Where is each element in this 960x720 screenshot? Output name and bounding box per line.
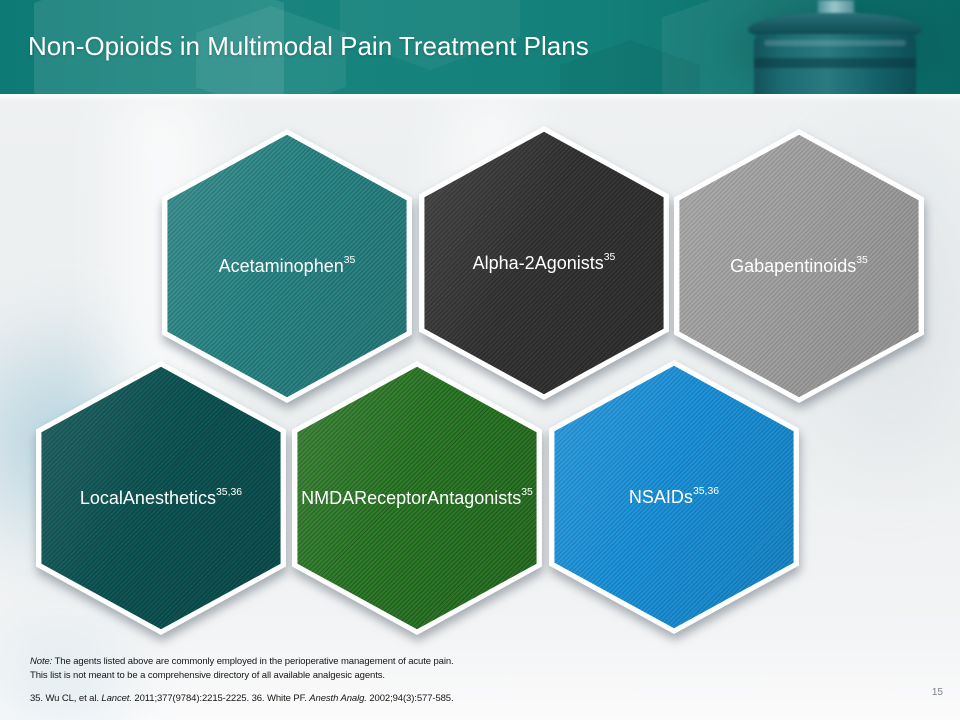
references-text: 35. Wu CL, et al. Lancet. 2011;377(9784)… bbox=[30, 693, 454, 704]
page-title: Non-Opioids in Multimodal Pain Treatment… bbox=[28, 31, 589, 61]
reference-36-journal: Anesth Analg. bbox=[309, 693, 367, 704]
reference-36: 36. White PF. bbox=[251, 693, 310, 704]
page-number: 15 bbox=[931, 687, 943, 698]
header-separator bbox=[0, 94, 960, 102]
note-label: Note: bbox=[30, 656, 53, 667]
iv-device-body bbox=[754, 34, 916, 94]
hexagon-fill bbox=[554, 365, 794, 629]
reference-35: 35. Wu CL, et al. bbox=[30, 693, 102, 704]
header-hexagon-decoration bbox=[34, 0, 284, 94]
hexagon-fill bbox=[679, 134, 919, 398]
reference-35-journal: Lancet. bbox=[101, 693, 132, 704]
note-text: Note: The agents listed above are common… bbox=[30, 655, 650, 683]
slide-header: Non-Opioids in Multimodal Pain Treatment… bbox=[0, 0, 960, 94]
iv-device-photo bbox=[710, 0, 960, 94]
note-line1: The agents listed above are commonly emp… bbox=[52, 656, 454, 667]
note-line2: This list is not meant to be a comprehen… bbox=[30, 669, 385, 681]
